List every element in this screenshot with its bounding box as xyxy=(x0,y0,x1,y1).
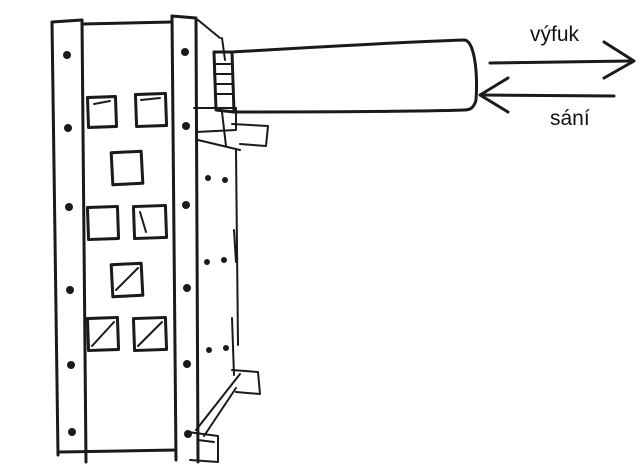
left-rail-bolts xyxy=(63,51,76,436)
right-rail-bolts xyxy=(181,48,192,438)
rack-bottom-edge xyxy=(60,450,176,452)
top-bracket xyxy=(194,108,268,146)
intake-label: sání xyxy=(550,107,590,130)
exhaust-label: výfuk xyxy=(530,23,580,46)
exhaust-arrow xyxy=(490,42,634,78)
rack-top-edge xyxy=(82,22,172,24)
intake-arrow xyxy=(480,78,614,112)
left-rack-rail xyxy=(52,20,86,462)
right-rack-rail xyxy=(172,16,198,462)
exhaust-duct xyxy=(214,40,477,112)
front-panel-squares xyxy=(87,93,166,350)
